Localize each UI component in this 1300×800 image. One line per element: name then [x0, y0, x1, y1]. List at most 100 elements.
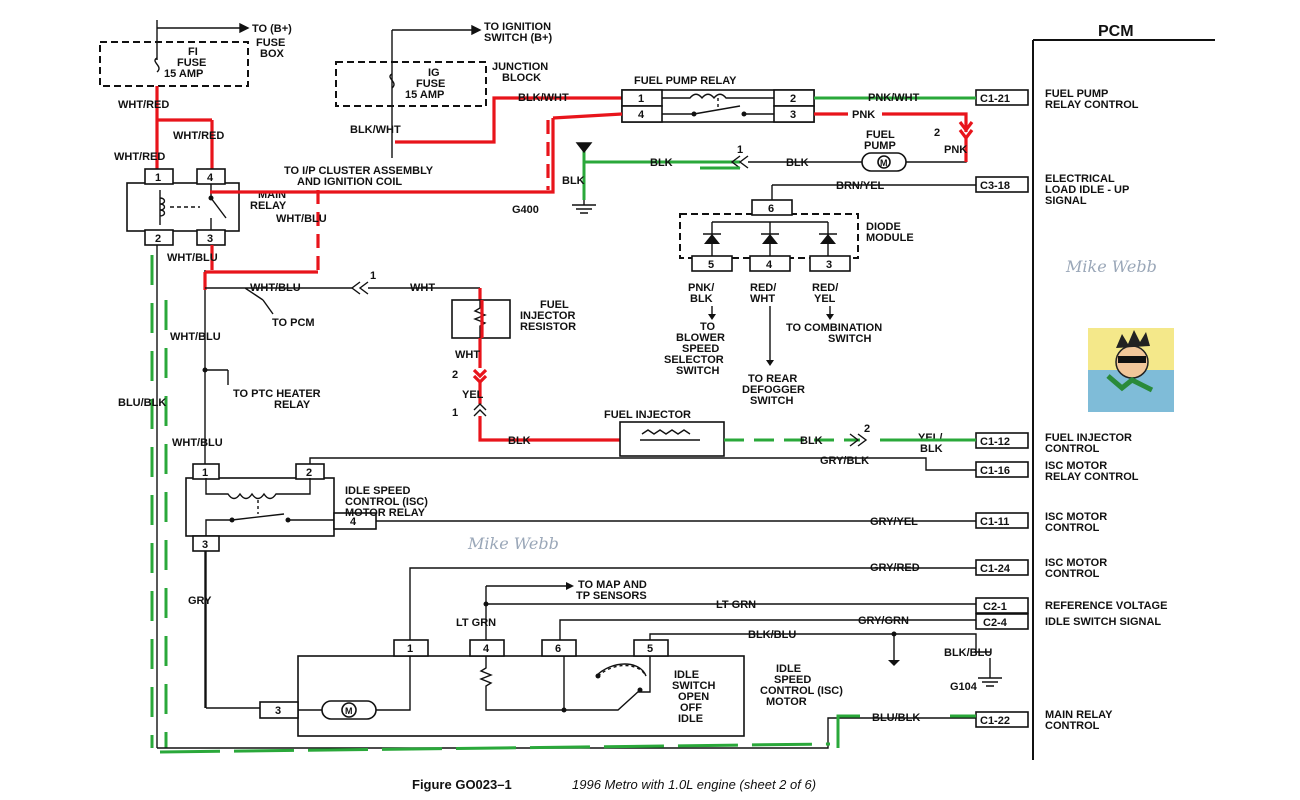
wire-blk-wht — [395, 96, 622, 144]
pcm-pin-desc: CONTROL — [1045, 568, 1100, 580]
diode-pin — [809, 255, 851, 272]
wire-label: BLK — [800, 435, 823, 447]
fuse-icon — [389, 73, 395, 89]
resistor-label: INJECTOR — [520, 310, 575, 322]
ground-label: G400 — [512, 204, 539, 216]
pin-label: 5 — [708, 259, 714, 271]
wire-label: WHT/BLU — [172, 437, 223, 449]
wire — [298, 656, 411, 711]
pin-label: 3 — [275, 705, 281, 717]
wire-gry-grn — [559, 619, 976, 640]
fi-fuse-label: FI — [188, 46, 198, 58]
wire-label: WHT — [455, 349, 480, 361]
wire-label: WHT/RED — [114, 151, 165, 163]
pcm-pin-c1-21: C1-21 FUEL PUMP RELAY CONTROL — [975, 88, 1139, 111]
pcm-pin-desc: LOAD IDLE - UP — [1045, 184, 1129, 196]
pcm-pin-desc: RELAY CONTROL — [1045, 99, 1139, 111]
pcm-pin-label: C2-4 — [983, 617, 1008, 629]
idle-switch-label: IDLE — [678, 713, 703, 725]
pcm-pin-label: C1-12 — [980, 436, 1010, 448]
wire — [262, 299, 274, 315]
pcm-pin-desc: IDLE SWITCH SIGNAL — [1045, 616, 1161, 628]
watermark: Mike Webb — [1065, 257, 1157, 276]
to-ptc-label: RELAY — [274, 399, 311, 411]
pin-label: 4 — [350, 516, 357, 528]
wire-label: GRY — [188, 595, 212, 607]
wire-label: BLK/BLU — [944, 647, 992, 659]
motor-icon: M — [880, 158, 888, 168]
wire-label: WHT — [750, 293, 775, 305]
idle-switch-label: SWITCH — [672, 680, 715, 692]
diode-pin — [751, 199, 793, 216]
isc-motor-label: MOTOR — [766, 696, 807, 708]
to-ign-label: SWITCH (B+) — [484, 32, 552, 44]
coil-icon — [662, 93, 774, 100]
arrow-icon — [566, 582, 574, 590]
isc-motor-relay: 1 2 4 3 — [185, 463, 377, 552]
fuse-box-label: BOX — [260, 48, 285, 60]
ground-icon — [888, 660, 900, 666]
fuse-icon — [154, 57, 160, 73]
highlight-green — [836, 714, 976, 748]
pcm-pin-c2-1: C2-1 REFERENCE VOLTAGE — [975, 597, 1167, 614]
idle-switch-label: OFF — [680, 702, 702, 714]
pcm-pin-label: C1-24 — [980, 563, 1011, 575]
wire-gry-red — [409, 567, 976, 640]
wire-label: BRN/YEL — [836, 180, 885, 192]
pcm-pin-desc: SIGNAL — [1045, 195, 1087, 207]
wire-label: BLK/WHT — [350, 124, 401, 136]
pcm-pin-label: C3-18 — [980, 180, 1010, 192]
pcm-pin-c1-22: C1-22 MAIN RELAY CONTROL — [975, 709, 1113, 732]
pcm-pin-desc: RELAY CONTROL — [1045, 471, 1139, 483]
wire-label: PNK — [944, 144, 967, 156]
watermark: Mike Webb — [467, 534, 559, 553]
diode-module-label: MODULE — [866, 232, 914, 244]
junction-block — [335, 61, 487, 107]
to-pcm-label: TO PCM — [272, 317, 315, 329]
connector-number: 2 — [934, 127, 940, 139]
connector-icon — [730, 155, 749, 169]
wire-label: RED/ — [812, 282, 838, 294]
junction-label: BLOCK — [502, 72, 541, 84]
wire-label: RED/ — [750, 282, 776, 294]
wire-label: BLK — [562, 175, 585, 187]
to-blower-label: SWITCH — [676, 365, 719, 377]
wire-label: BLU/BLK — [118, 397, 166, 409]
to-rear-label: DEFOGGER — [742, 384, 805, 396]
pcm-pin-label: C2-1 — [983, 601, 1007, 613]
to-blower-label: BLOWER — [676, 332, 725, 344]
pin-label: 4 — [638, 109, 645, 121]
wire-label: BLK — [920, 443, 943, 455]
pin-label: 2 — [306, 467, 312, 479]
pin-label: 1 — [407, 643, 413, 655]
wire-label: YEL — [462, 389, 484, 401]
junction-label: JUNCTION — [492, 61, 548, 73]
ground-label: G104 — [950, 681, 978, 693]
ground-icon — [575, 142, 593, 154]
wire-label: BLK/WHT — [518, 92, 569, 104]
connector-number: 2 — [452, 369, 458, 381]
to-blower-label: TO — [700, 321, 716, 333]
to-ip-label: TO I/P CLUSTER ASSEMBLY — [284, 165, 434, 177]
ground-icon — [572, 200, 596, 214]
wire-label: PNK/ — [688, 282, 714, 294]
wire-label: PNK — [852, 109, 875, 121]
diode-module-label: DIODE — [866, 221, 901, 233]
switch-icon — [205, 513, 334, 536]
fuel-pump-relay: FUEL PUMP RELAY 1 2 4 3 — [621, 75, 815, 123]
isc-relay-label: MOTOR RELAY — [345, 507, 426, 519]
figure-caption: 1996 Metro with 1.0L engine (sheet 2 of … — [572, 777, 816, 792]
wire-label: LT GRN — [716, 599, 756, 611]
wire-label: WHT — [410, 282, 435, 294]
pcm-pin-desc: CONTROL — [1045, 443, 1100, 455]
pin-label: 2 — [790, 93, 796, 105]
wire-label: BLK — [786, 157, 809, 169]
pin-label: 1 — [155, 172, 161, 184]
pin-label: 6 — [768, 203, 774, 215]
wire-label: BLK — [690, 293, 713, 305]
pin-label: 1 — [638, 93, 644, 105]
diode-pin — [691, 255, 733, 272]
pin-label: 3 — [790, 109, 796, 121]
injector-coil-icon — [640, 429, 700, 441]
